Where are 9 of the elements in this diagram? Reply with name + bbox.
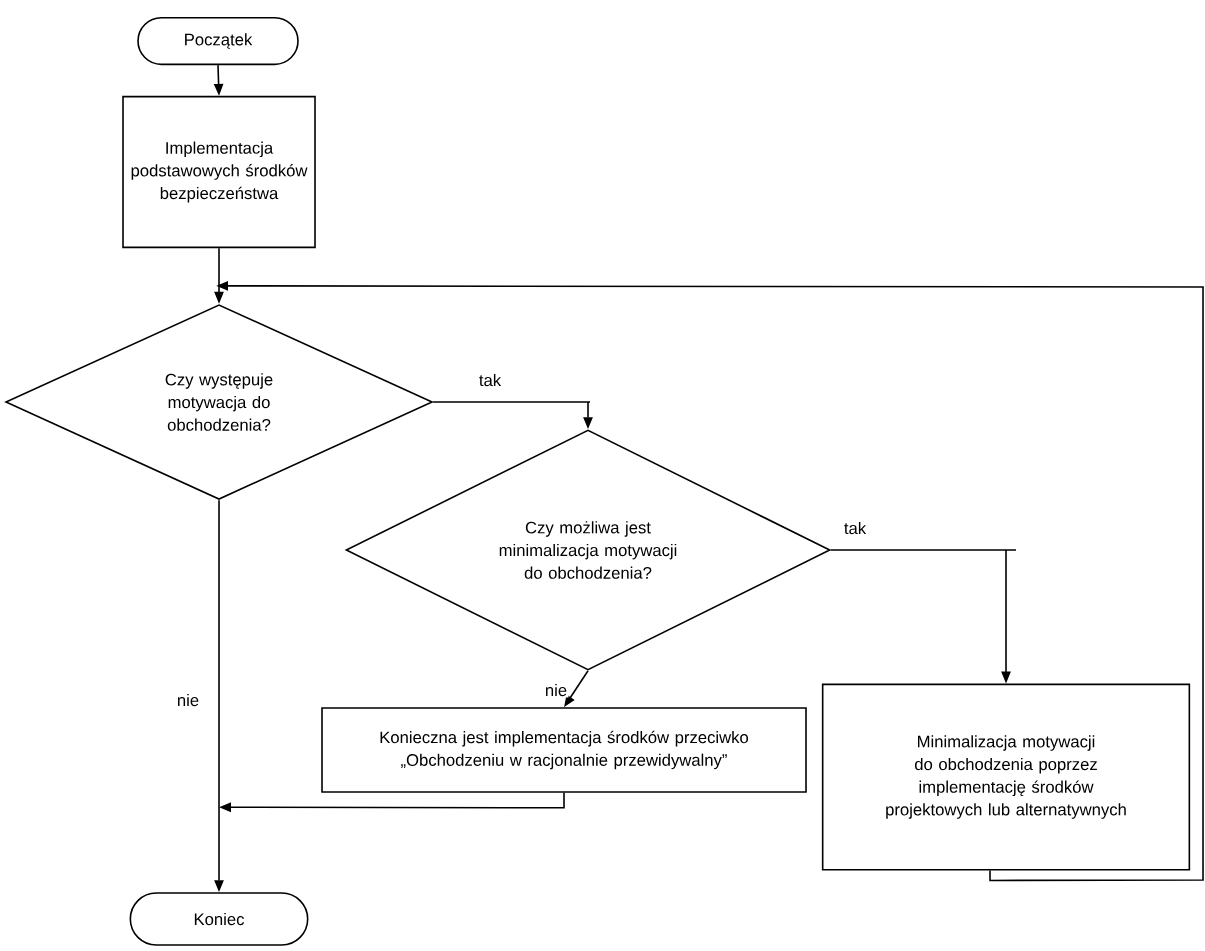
edge-label: nie (175, 692, 201, 708)
process-box: Konieczna jest implementacja środków przeciwko „Obchodzeniu w racjonalnie przewidywalny” (321, 707, 807, 793)
process-box: Minimalizacja motywacji do obchodzenia poprzez implementację środków projektowych lub alternatywnych (821, 683, 1191, 871)
edge-label: nie (543, 682, 569, 698)
end-terminator: Koniec (129, 892, 309, 946)
start-terminator: Początek (137, 16, 299, 66)
edge-label: tak (477, 372, 503, 388)
process-box: Implementacja podstawowych środków bezpieczeństwa (122, 95, 316, 249)
edge-label: tak (842, 520, 868, 536)
